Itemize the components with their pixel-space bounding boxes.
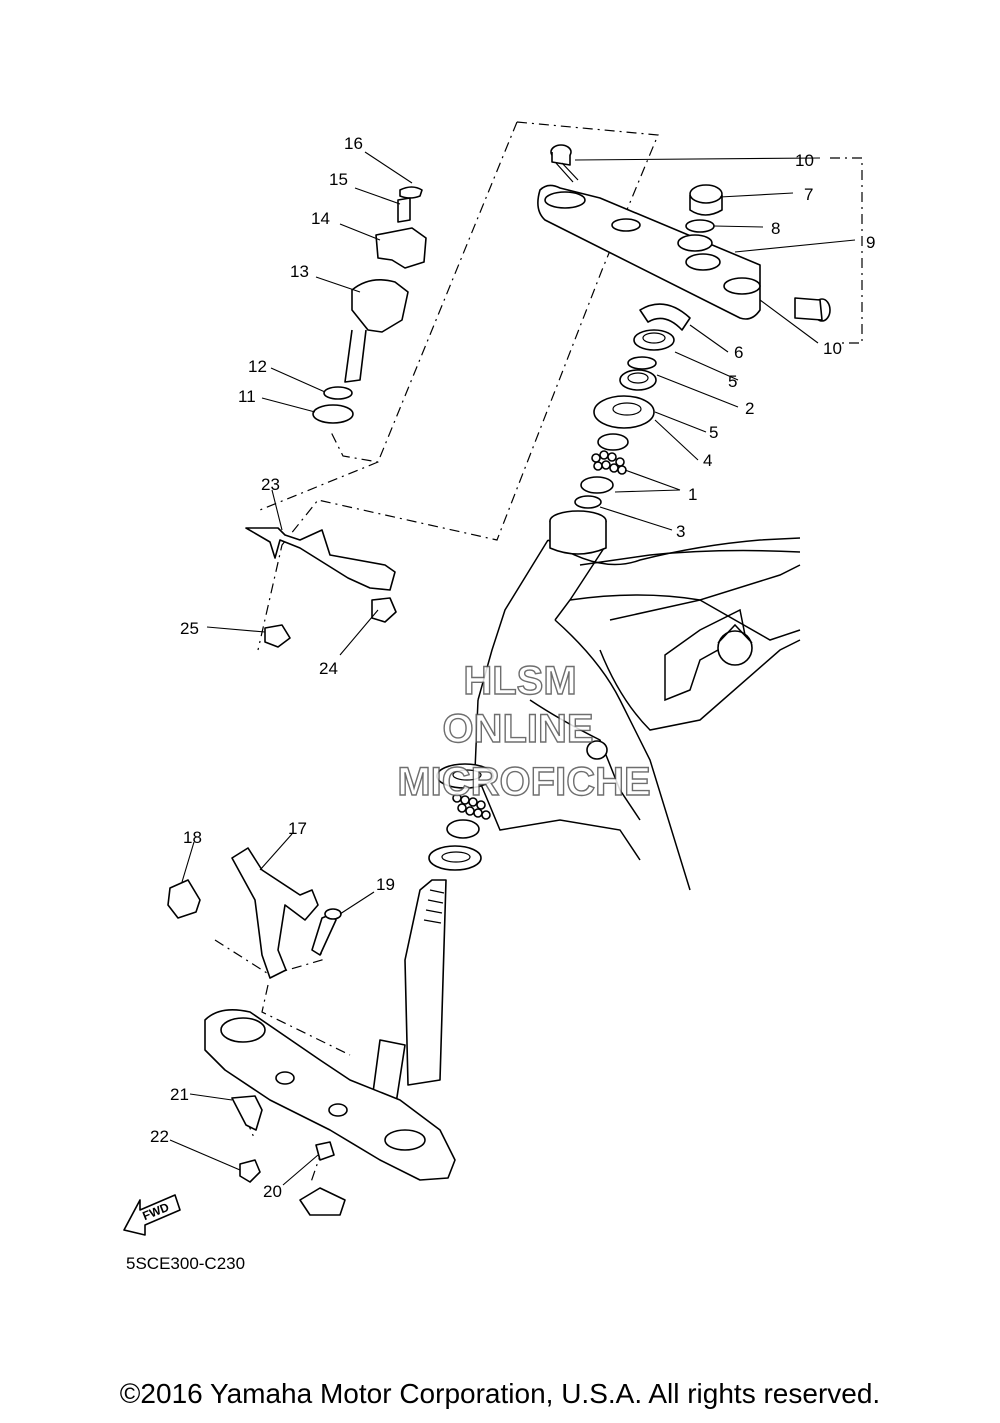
watermark-line-2: ONLINE	[442, 707, 593, 751]
callout-18: 18	[183, 828, 202, 847]
bolt-10-upper	[550, 144, 579, 183]
lower-small-parts	[231, 1095, 346, 1216]
watermark: HLSM ONLINE MICROFICHE	[397, 658, 652, 804]
bearing-race-1-upper	[597, 433, 629, 451]
callout-10-top: 10	[795, 151, 814, 170]
callout-20: 20	[263, 1182, 282, 1201]
callout-16: 16	[344, 134, 363, 153]
frame-head-pipe	[474, 510, 801, 891]
callout-9: 9	[866, 233, 875, 252]
callout-2: 2	[745, 399, 754, 418]
washer-12	[323, 386, 353, 400]
callout-19: 19	[376, 875, 395, 894]
callout-24: 24	[319, 659, 338, 678]
callout-5-lower: 5	[709, 423, 718, 442]
watermark-line-3: MICROFICHE	[397, 760, 650, 804]
forward-arrow-icon: FWD	[123, 1194, 181, 1236]
washer-8	[685, 219, 715, 233]
diagram-code: 5SCE300-C230	[126, 1254, 245, 1273]
bearing-race-1-lower	[580, 476, 614, 494]
handlebar-riser	[312, 186, 427, 424]
bearing-balls	[591, 450, 627, 475]
copyright-notice: ©2016 Yamaha Motor Corporation, U.S.A. A…	[119, 1378, 881, 1409]
callouts: 1 2 3 4 5 5 6 7 8 9 10 10 11 12 13 14 15…	[150, 134, 875, 1201]
callout-17: 17	[288, 819, 307, 838]
callout-11: 11	[238, 387, 256, 406]
callout-3: 3	[676, 522, 685, 541]
callout-14: 14	[311, 209, 330, 228]
leader-lines	[169, 151, 856, 1186]
cable-guide	[245, 527, 397, 648]
dust-seal-4	[593, 395, 655, 429]
washer-3	[574, 495, 602, 509]
callout-10-bottom: 10	[823, 339, 842, 358]
callout-22: 22	[150, 1127, 169, 1146]
callout-23: 23	[261, 475, 280, 494]
callout-25: 25	[180, 619, 199, 638]
cap-nut-7	[689, 184, 723, 216]
callout-12: 12	[248, 357, 267, 376]
callout-7: 7	[804, 185, 813, 204]
callout-5a: 5	[728, 372, 737, 391]
steering-stack	[574, 303, 691, 509]
steering-stem	[204, 763, 494, 1181]
bush-11	[312, 404, 354, 424]
bolt-10-lower	[794, 297, 831, 322]
callout-8: 8	[771, 219, 780, 238]
callout-21: 21	[170, 1085, 189, 1104]
ring-nut-5a	[633, 329, 675, 351]
bracket-assembly	[167, 847, 342, 979]
lower-bearing-balls	[452, 793, 491, 820]
callout-4: 4	[703, 451, 712, 470]
callout-6: 6	[734, 343, 743, 362]
watermark-line-1: HLSM	[463, 659, 576, 703]
upper-bracket	[537, 184, 761, 320]
assembly-outline	[214, 121, 863, 1186]
callout-15: 15	[329, 170, 348, 189]
washer-2	[627, 356, 657, 370]
callout-13: 13	[290, 262, 309, 281]
callout-1: 1	[688, 485, 697, 504]
